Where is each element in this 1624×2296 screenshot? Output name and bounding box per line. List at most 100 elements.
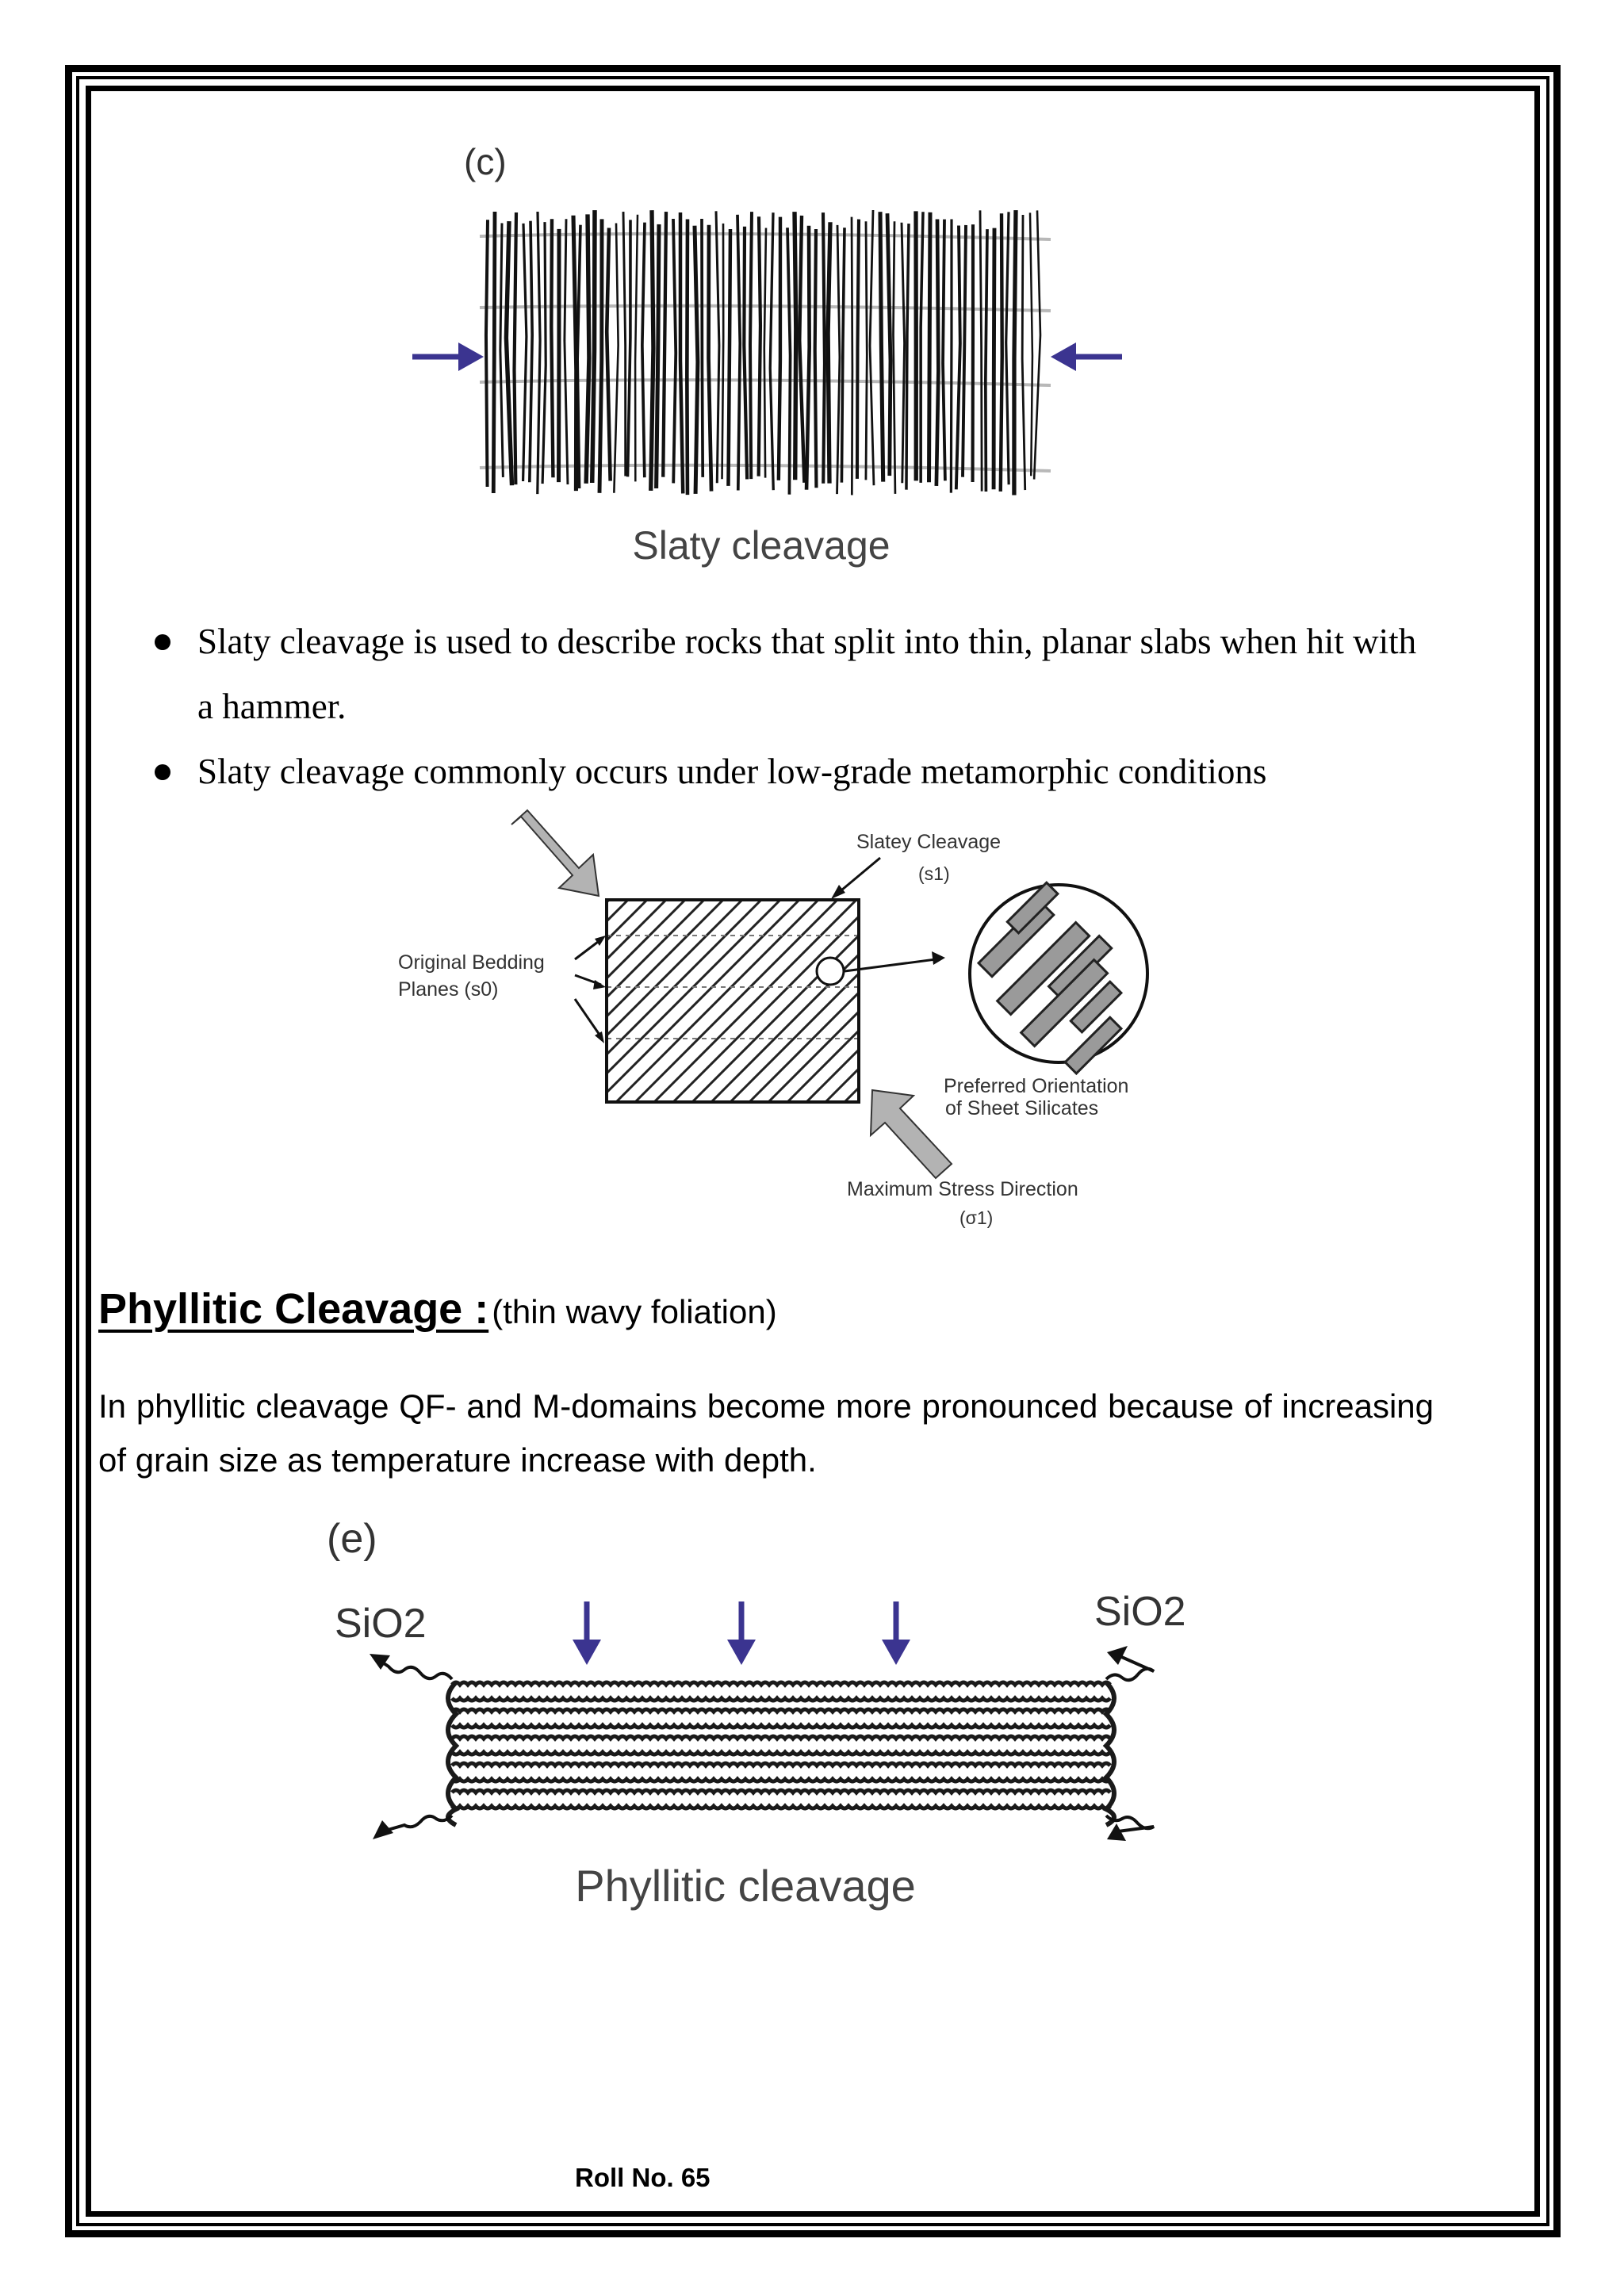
sample-circle [817, 958, 844, 985]
cleavage-line [538, 212, 540, 494]
phyllitic-wavy-foliation [448, 1682, 1114, 1825]
cleavage-line [722, 224, 724, 479]
hatch-line [635, 900, 837, 1102]
bullet-list: Slaty cleavage is used to describe rocks… [147, 609, 1431, 804]
hatch-line [616, 900, 818, 1102]
cleavage-line [759, 216, 760, 476]
hatch-line [730, 900, 933, 1102]
cleavage-line [486, 220, 488, 487]
figure-c-caption: Slaty cleavage [632, 523, 890, 568]
cleavage-line [815, 229, 817, 488]
compression-arrow-right [1051, 342, 1122, 371]
list-item: Slaty cleavage commonly occurs under low… [147, 739, 1431, 804]
label-planes-s0: Planes (s0) [398, 978, 498, 1001]
cleavage-line [828, 222, 830, 483]
hatch-line [673, 900, 875, 1102]
cleavage-line [530, 221, 532, 483]
cleavage-line [628, 220, 630, 476]
cleavage-line [680, 212, 683, 493]
cleavage-line [799, 216, 804, 483]
cleavage-line [951, 220, 952, 493]
hatch-line [578, 900, 780, 1102]
cleavage-line [806, 226, 810, 490]
figure-c-tag: (c) [464, 141, 507, 182]
cleavage-line [866, 221, 867, 480]
hatch-line [483, 900, 685, 1102]
figure-phyllitic-cleavage: (e) SiO2 SiO2 Phyllitic cleavage [317, 1506, 1237, 1927]
cleavage-line [695, 226, 698, 494]
cleavage-line [841, 228, 845, 482]
hatch-line [445, 900, 647, 1102]
cleavage-line [515, 212, 516, 484]
hatch-line [426, 900, 628, 1102]
cleavage-line [673, 219, 676, 483]
label-sigma1: (σ1) [959, 1207, 993, 1228]
cleavage-line [577, 225, 580, 488]
wavy-line [452, 1752, 1110, 1755]
cleavage-line [823, 212, 825, 484]
cleavage-line [635, 215, 638, 482]
figure-slatey-cleavage-diagram: Slatey Cleavage (s1) Original Bedding Pl… [381, 809, 1205, 1253]
heading-subtitle: (thin wavy foliation) [492, 1293, 776, 1330]
wavy-line [452, 1682, 1110, 1685]
figure-e-caption: Phyllitic cleavage [575, 1861, 916, 1911]
cleavage-line [523, 224, 527, 481]
hatch-line [407, 900, 609, 1102]
stress-arrow-top [511, 810, 599, 896]
cleavage-line [893, 221, 894, 494]
section-heading: Phyllitic Cleavage : (thin wavy foliatio… [98, 1284, 777, 1334]
cleavage-line [1022, 215, 1025, 490]
bullet-text-2: Slaty cleavage commonly occurs under low… [197, 752, 1266, 791]
hatch-line [597, 900, 799, 1102]
wavy-line [452, 1698, 1110, 1701]
label-max-stress: Maximum Stress Direction [847, 1178, 1078, 1200]
cleavage-line [1006, 212, 1009, 484]
cleavage-line [500, 223, 503, 476]
cleavage-line [586, 214, 589, 483]
slate-block [607, 900, 859, 1102]
cleavage-line [986, 229, 987, 492]
cleavage-line [607, 228, 610, 480]
cleavage-line [614, 224, 618, 493]
hatch-line [388, 900, 590, 1102]
compression-arrows-down [573, 1601, 910, 1665]
cleavage-line [764, 228, 766, 478]
cleavage-line [744, 227, 747, 480]
label-slatey-cleavage: Slatey Cleavage [856, 831, 1001, 853]
bullet-dot [155, 764, 170, 780]
wavy-line [452, 1806, 1110, 1808]
cleavage-line [716, 211, 719, 483]
cleavage-line [870, 210, 874, 485]
cleavage-line [750, 212, 752, 479]
cleavage-line [1014, 210, 1016, 495]
wavy-line [452, 1736, 1110, 1739]
cleavage-line [592, 210, 595, 483]
wavy-line [452, 1709, 1110, 1712]
cleavage-line [728, 229, 730, 486]
label-s1: (s1) [918, 863, 950, 884]
cleavage-line [565, 219, 568, 484]
hatch-line [749, 900, 952, 1102]
cleavage-line [857, 220, 859, 479]
wavy-line [452, 1763, 1110, 1766]
hatch-line [464, 900, 666, 1102]
cleavage-line [887, 213, 891, 476]
cleavage-line [651, 210, 653, 491]
cleavage-line [880, 212, 883, 481]
sio2-right-label: SiO2 [1094, 1589, 1186, 1635]
cleavage-line [709, 225, 712, 492]
footer-roll-number: Roll No. 65 [575, 2163, 710, 2193]
hatch-line [654, 900, 856, 1102]
slaty-cleavage-lines [486, 210, 1040, 495]
cleavage-line [787, 228, 791, 495]
cleavage-line [943, 220, 945, 481]
figure-e-tag: (e) [327, 1516, 377, 1562]
label-original-bedding: Original Bedding [398, 951, 545, 974]
stress-arrow-bottom [871, 1090, 952, 1178]
cleavage-line [770, 212, 773, 490]
cleavage-line [642, 223, 645, 478]
cleavage-line [1001, 213, 1002, 492]
cleavage-line [902, 223, 905, 484]
hatch-line [521, 900, 723, 1102]
cleavage-line [737, 215, 740, 491]
